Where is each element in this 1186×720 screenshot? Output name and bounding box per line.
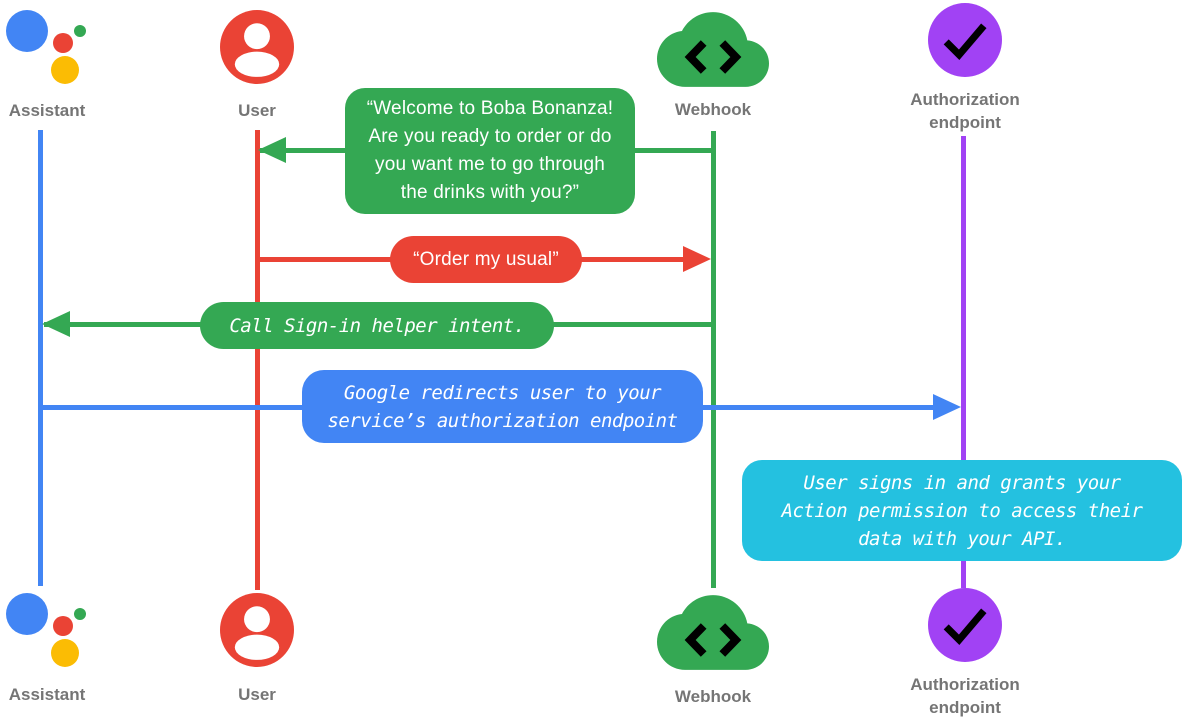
message-user-signs-in: User signs in and grants your Action per…: [742, 460, 1182, 561]
actor-label-webhook-top: Webhook: [674, 100, 752, 119]
actor-label-user-bottom: User: [238, 685, 276, 704]
message-call-signin-helper: Call Sign-in helper intent.: [200, 302, 554, 349]
actor-label-assistant-top: Assistant: [8, 101, 86, 120]
assistant-logo-icon: [6, 9, 86, 87]
authorization-check-icon: [928, 3, 1002, 82]
webhook-cloud-icon: [657, 5, 769, 99]
assistant-yellow-circle: [51, 56, 79, 84]
lifeline-webhook: [711, 131, 716, 588]
lifeline-user: [255, 130, 260, 590]
arrowhead-right-order: [683, 246, 711, 272]
actor-label-authorization-top: Authorization endpoint: [910, 90, 1020, 132]
arrowhead-right-redirect: [933, 394, 961, 420]
assistant-logo-icon-bottom: [6, 592, 86, 670]
assistant-red-circle: [53, 33, 73, 53]
assistant-yellow-circle: [51, 639, 79, 667]
assistant-red-circle: [53, 616, 73, 636]
lifeline-assistant: [38, 130, 43, 586]
message-order-my-usual: “Order my usual”: [390, 236, 582, 283]
arrowhead-left-welcome: [258, 137, 286, 163]
actor-label-authorization-bottom: Authorization endpoint: [910, 675, 1020, 717]
assistant-green-circle: [74, 25, 86, 37]
assistant-blue-circle: [6, 593, 48, 635]
assistant-blue-circle: [6, 10, 48, 52]
authorization-check-icon-bottom: [928, 588, 1002, 667]
actor-label-user-top: User: [238, 101, 276, 120]
lifeline-authorization-endpoint: [961, 136, 966, 588]
message-welcome: “Welcome to Boba Bonanza! Are you ready …: [345, 88, 635, 214]
message-google-redirects: Google redirects user to your service’s …: [302, 370, 703, 443]
actor-label-assistant-bottom: Assistant: [8, 685, 86, 704]
assistant-green-circle: [74, 608, 86, 620]
webhook-cloud-icon-bottom: [657, 588, 769, 682]
arrowhead-left-signin: [42, 311, 70, 337]
actor-label-webhook-bottom: Webhook: [674, 687, 752, 706]
user-icon-bottom: [220, 593, 294, 672]
user-icon: [220, 10, 294, 89]
